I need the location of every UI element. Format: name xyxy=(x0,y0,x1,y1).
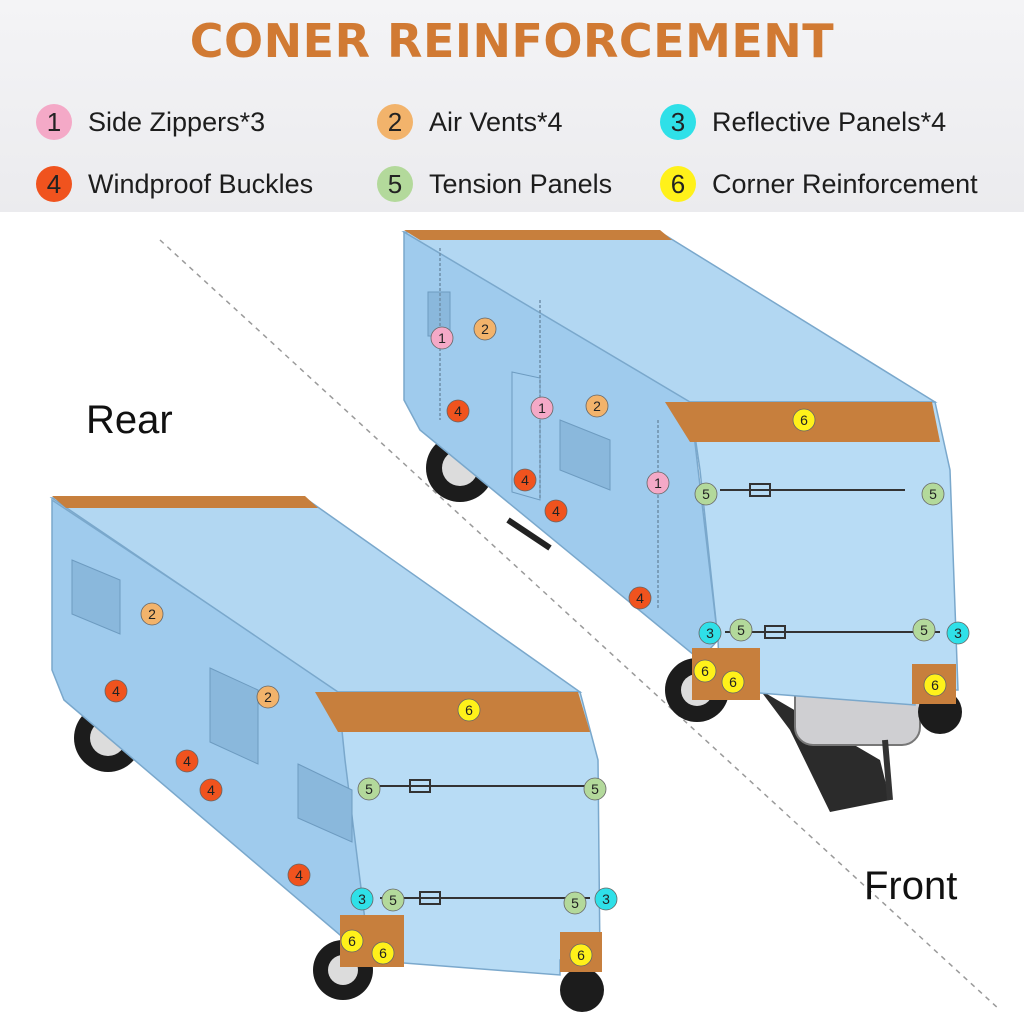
callout-badge-2 xyxy=(473,317,497,341)
legend-label: Side Zippers*3 xyxy=(88,106,266,137)
callout-number: 5 xyxy=(920,622,928,638)
wheel-icon xyxy=(560,968,604,1012)
callout-number: 6 xyxy=(577,947,585,963)
callout-number: 3 xyxy=(954,625,962,641)
callout-badge-4 xyxy=(628,586,652,610)
callout-badge-3 xyxy=(350,887,374,911)
callout-badge-5 xyxy=(729,618,753,642)
callout-badge-4 xyxy=(513,468,537,492)
callout-number: 3 xyxy=(706,625,714,641)
page-title: CONER REINFORCEMENT xyxy=(189,14,835,68)
callout-number: 1 xyxy=(654,475,662,491)
callout-badge-2 xyxy=(140,602,164,626)
callout-number: 6 xyxy=(379,945,387,961)
callout-badge-2 xyxy=(585,394,609,418)
callout-number: 6 xyxy=(729,674,737,690)
callout-number: 2 xyxy=(264,689,272,705)
badge-3: 3 xyxy=(660,104,696,140)
callout-badge-6 xyxy=(371,941,395,965)
callout-badge-2 xyxy=(256,685,280,709)
callout-number: 4 xyxy=(521,472,529,488)
callout-number: 6 xyxy=(701,663,709,679)
callout-number: 4 xyxy=(207,782,215,798)
callout-badge-3 xyxy=(698,621,722,645)
legend-item-reflective-panels: 3 Reflective Panels*4 xyxy=(660,102,946,142)
callout-number: 5 xyxy=(571,895,579,911)
callout-badge-5 xyxy=(921,482,945,506)
callout-badge-5 xyxy=(563,891,587,915)
callout-badge-4 xyxy=(446,399,470,423)
callout-badge-4 xyxy=(287,863,311,887)
callout-badge-5 xyxy=(694,482,718,506)
badge-4: 4 xyxy=(36,166,72,202)
badge-2: 2 xyxy=(377,104,413,140)
callout-number: 5 xyxy=(702,486,710,502)
legend-label: Reflective Panels*4 xyxy=(712,106,947,137)
callout-badge-6 xyxy=(792,408,816,432)
callout-number: 3 xyxy=(602,891,610,907)
callout-number: 1 xyxy=(438,330,446,346)
callout-badge-1 xyxy=(530,396,554,420)
callout-badge-4 xyxy=(199,778,223,802)
legend-item-windproof-buckles: 4 Windproof Buckles xyxy=(36,164,313,204)
callout-number: 4 xyxy=(112,683,120,699)
callout-number: 1 xyxy=(538,400,546,416)
callout-badge-3 xyxy=(946,621,970,645)
callout-badge-4 xyxy=(175,749,199,773)
legend-item-corner-reinforcement: 6 Corner Reinforcement xyxy=(660,164,978,204)
callout-badge-6 xyxy=(693,659,717,683)
callout-number: 6 xyxy=(465,702,473,718)
legend-label: Corner Reinforcement xyxy=(712,168,978,199)
corner-reinforcement xyxy=(315,692,590,732)
callout-number: 4 xyxy=(636,590,644,606)
legend-label: Windproof Buckles xyxy=(88,168,314,199)
callout-number: 6 xyxy=(931,677,939,693)
callout-number: 2 xyxy=(593,398,601,414)
callout-number: 5 xyxy=(737,622,745,638)
callout-number: 5 xyxy=(389,892,397,908)
badge-5: 5 xyxy=(377,166,413,202)
rear-label: Rear xyxy=(86,398,173,442)
callout-badge-6 xyxy=(457,698,481,722)
front-label: Front xyxy=(864,864,958,908)
callout-badge-5 xyxy=(583,777,607,801)
legend-header xyxy=(0,0,1024,212)
callout-number: 4 xyxy=(183,753,191,769)
callout-badge-4 xyxy=(544,499,568,523)
callout-badge-6 xyxy=(340,929,364,953)
callout-badge-5 xyxy=(912,618,936,642)
callout-number: 6 xyxy=(800,412,808,428)
corner-reinforcement xyxy=(404,230,672,240)
callout-number: 6 xyxy=(348,933,356,949)
callout-badge-4 xyxy=(104,679,128,703)
callout-badge-1 xyxy=(646,471,670,495)
callout-number: 4 xyxy=(295,867,303,883)
legend-item-side-zippers: 1 Side Zippers*3 xyxy=(36,102,265,142)
callout-number: 5 xyxy=(591,781,599,797)
callout-number: 3 xyxy=(358,891,366,907)
callout-number: 2 xyxy=(481,321,489,337)
legend-item-air-vents: 2 Air Vents*4 xyxy=(377,102,563,142)
callout-badge-6 xyxy=(569,943,593,967)
legend-item-tension-panels: 5 Tension Panels xyxy=(377,164,612,204)
callout-badge-6 xyxy=(721,670,745,694)
legend-label: Tension Panels xyxy=(429,168,613,199)
callout-number: 2 xyxy=(148,606,156,622)
callout-number: 5 xyxy=(365,781,373,797)
callout-badge-5 xyxy=(381,888,405,912)
corner-reinforcement xyxy=(52,496,318,508)
callout-badge-1 xyxy=(430,326,454,350)
legend-label: Air Vents*4 xyxy=(429,106,563,137)
callout-badge-3 xyxy=(594,887,618,911)
callout-badge-6 xyxy=(923,673,947,697)
badge-1: 1 xyxy=(36,104,72,140)
callout-number: 4 xyxy=(454,403,462,419)
callout-number: 5 xyxy=(929,486,937,502)
callout-badge-5 xyxy=(357,777,381,801)
callout-number: 4 xyxy=(552,503,560,519)
rear-rv xyxy=(49,496,604,1012)
badge-6: 6 xyxy=(660,166,696,202)
